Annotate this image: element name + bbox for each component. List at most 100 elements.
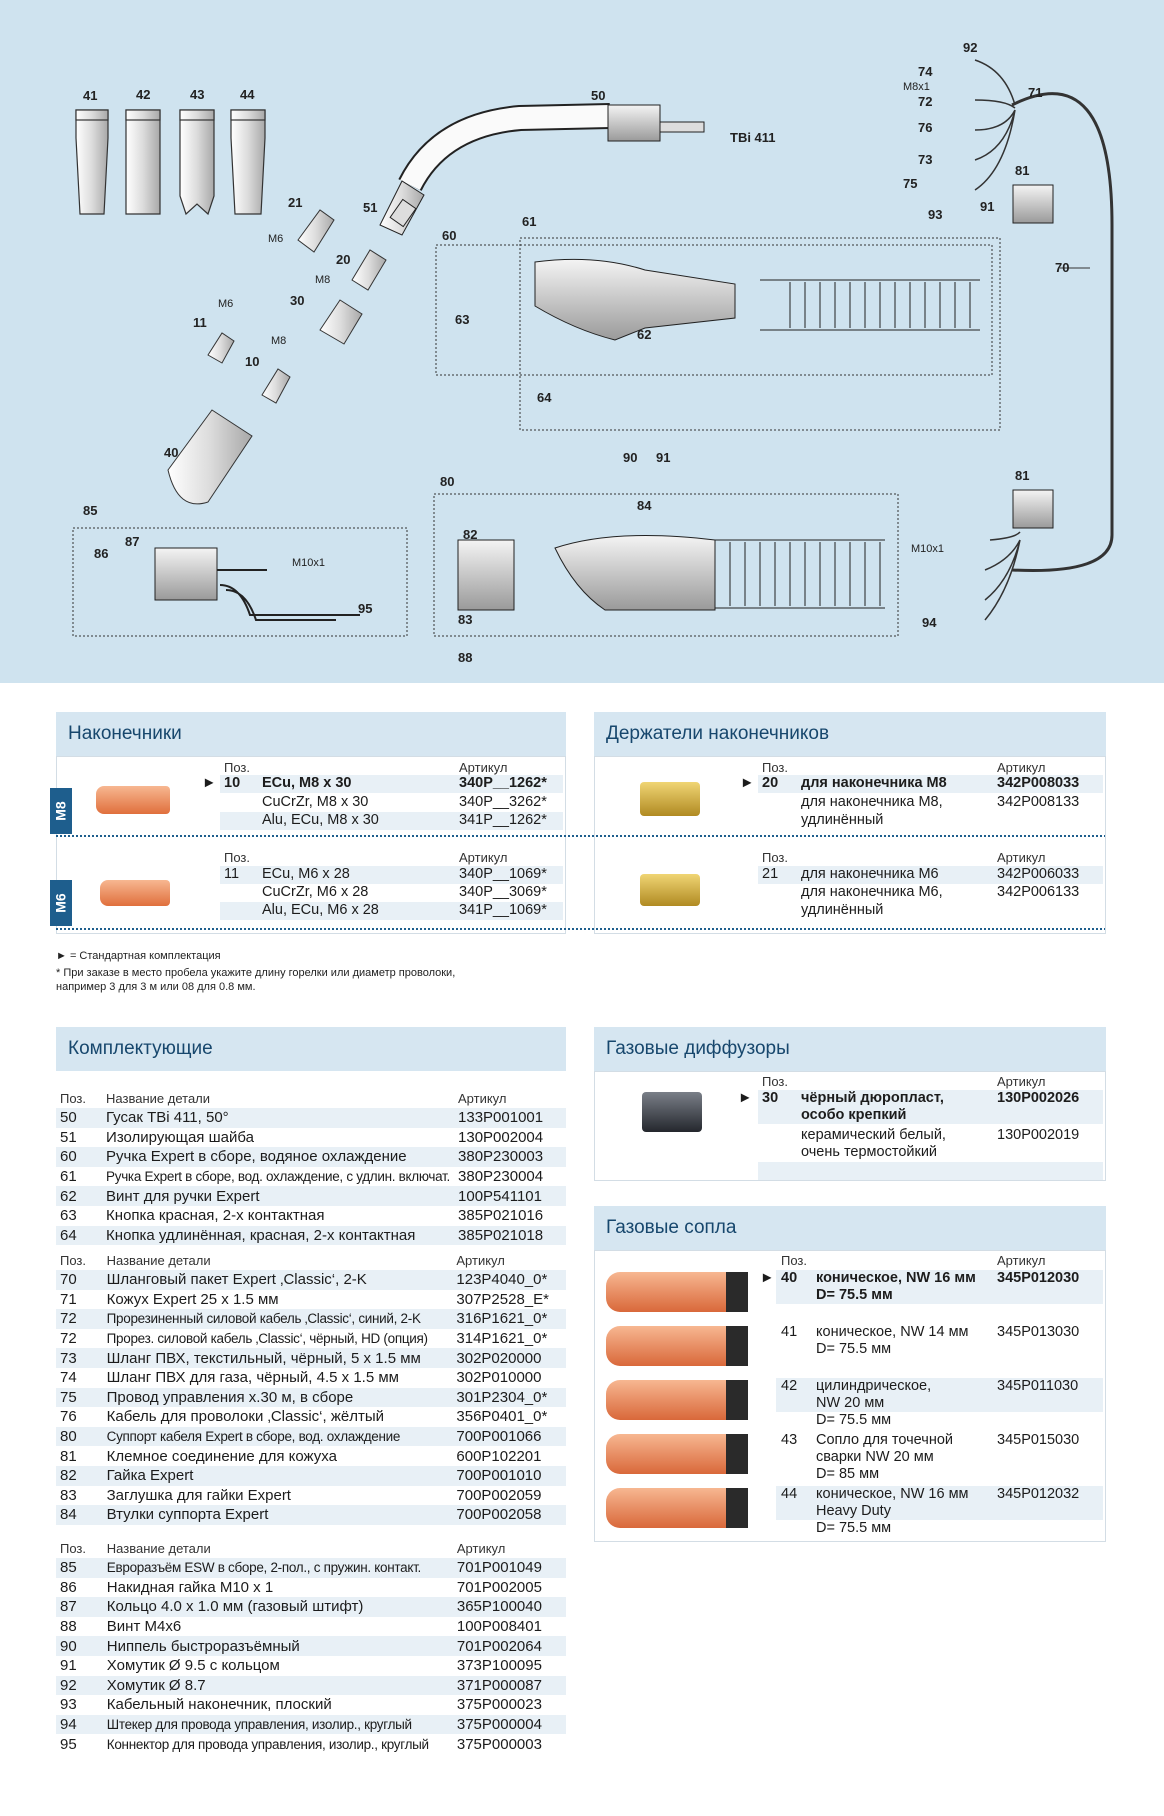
row-name: Суппорт кабеля Expert в сборе, вод. охла… — [102, 1426, 453, 1447]
svg-text:92: 92 — [963, 40, 977, 55]
holders-m6-art-0: 342P006033 — [997, 866, 1080, 882]
nozzles-panel — [594, 1250, 1106, 1542]
row-art: 133P001001 — [454, 1108, 566, 1128]
svg-text:44: 44 — [240, 87, 255, 102]
svg-text:64: 64 — [537, 390, 552, 405]
row-name: Коннектор для провода управления, изолир… — [106, 1736, 429, 1752]
row-name: Провод управления x.30 м, в сборе — [102, 1387, 453, 1408]
row-name: Накидная гайка M10 x 1 — [106, 1578, 274, 1596]
nozzle-line3: D= 75.5 мм — [816, 1412, 892, 1428]
std-marker: ► — [738, 1090, 753, 1106]
row-art: 375P000003 — [456, 1735, 542, 1753]
nozzle-line1: Сопло для точечной — [816, 1432, 953, 1448]
svg-text:50: 50 — [591, 88, 605, 103]
holders-m8-art-0: 342P008033 — [997, 775, 1080, 791]
nozzle-line2: сварки NW 20 мм — [816, 1449, 934, 1465]
row-name: Винт для ручки Expert — [102, 1186, 455, 1206]
svg-text:71: 71 — [1028, 85, 1042, 100]
tips-panel — [56, 756, 566, 934]
holders-m8-name-0: для наконечника M8 — [801, 775, 947, 791]
svg-text:76: 76 — [918, 120, 932, 135]
nozzle-art: 345P011030 — [997, 1378, 1079, 1394]
std-marker: ► — [760, 1270, 775, 1286]
row-pos: 93 — [60, 1696, 77, 1714]
svg-text:61: 61 — [522, 214, 536, 229]
diffusers-pos: 30 — [762, 1090, 779, 1106]
diffusers-name-3: очень термостойкий — [801, 1144, 938, 1160]
holder-m6-image — [640, 874, 700, 906]
nozzle-line1: коническое, NW 16 мм — [816, 1270, 976, 1286]
holders-m8-pos: 20 — [762, 775, 779, 791]
row-art: 130P002004 — [458, 1128, 544, 1146]
row-pos: 85 — [56, 1558, 103, 1578]
row-pos: 64 — [56, 1225, 103, 1246]
svg-text:40: 40 — [164, 445, 178, 460]
row-art: 701P002005 — [456, 1578, 542, 1596]
row-art: 373P100095 — [456, 1657, 542, 1675]
table-row: 83 Заглушка для гайки Expert 700P002059 — [56, 1486, 566, 1506]
row-pos: 83 — [60, 1486, 77, 1504]
svg-text:M6: M6 — [268, 233, 283, 245]
hdr-name: Название детали — [106, 1252, 211, 1268]
tips-m8-art-2: 341P__1262* — [459, 812, 547, 828]
row-pos: 91 — [60, 1657, 77, 1675]
row-art: 316P1621_0* — [452, 1309, 566, 1329]
box-85 — [72, 527, 408, 637]
row-pos: 80 — [56, 1426, 103, 1447]
nozzle-image — [606, 1380, 746, 1420]
tips-m8-row-shade — [220, 775, 563, 793]
svg-text:M8: M8 — [315, 274, 330, 286]
row-name: Шланговый пакет Expert ‚Classic‘, 2-K — [102, 1270, 453, 1290]
diffusers-name-1: особо крепкий — [801, 1107, 907, 1123]
row-art: 100P008401 — [456, 1618, 542, 1636]
row-pos: 84 — [56, 1505, 103, 1525]
holders-m8-name-2: удлинённый — [801, 812, 884, 828]
row-name: Евроразъём ESW в сборе, 2-пол., с пружин… — [102, 1558, 453, 1578]
tab-m6: M6 — [50, 880, 72, 926]
row-art: 302P010000 — [456, 1369, 542, 1387]
row-art: 385P021016 — [458, 1207, 544, 1225]
handle-drawing — [534, 258, 736, 341]
diffusers-name-2: керамический белый, — [801, 1127, 946, 1143]
nozzle-line1: коническое, NW 16 мм — [816, 1486, 969, 1502]
svg-text:84: 84 — [637, 498, 652, 513]
std-marker: ► — [202, 775, 217, 791]
row-name: Кольцо 4.0 x 1.0 мм (газовый штифт) — [102, 1597, 453, 1617]
row-pos: 71 — [60, 1290, 77, 1308]
row-name: Штекер для провода управления, изолир., … — [102, 1714, 453, 1735]
svg-text:63: 63 — [455, 312, 469, 327]
svg-text:85: 85 — [83, 503, 97, 518]
hdr-pos: Поз. — [60, 1252, 86, 1268]
row-art: 700P002059 — [456, 1486, 542, 1504]
row-art: 371P000087 — [452, 1675, 566, 1696]
svg-text:91: 91 — [980, 199, 994, 214]
small-parts — [167, 209, 387, 505]
tip-m8-image — [96, 786, 170, 814]
row-name: Кабель для проволоки ‚Classic‘, жёлтый — [106, 1408, 384, 1426]
diffusers-name-0: чёрный дюропласт, — [801, 1090, 944, 1106]
svg-text:70: 70 — [1055, 260, 1069, 275]
diffusers-panel — [594, 1071, 1106, 1181]
svg-text:86: 86 — [94, 546, 108, 561]
hose-pack — [1011, 92, 1114, 573]
box-61 — [519, 237, 1001, 431]
holders-m8-art-1: 342P008133 — [997, 794, 1080, 810]
tips-m8-name-0: ECu, M8 x 30 — [262, 775, 352, 791]
nozzles-title: Газовые сопла — [594, 1206, 1106, 1250]
tips-m8-art-1: 340P__3262* — [459, 794, 547, 810]
row-pos: 50 — [56, 1108, 103, 1128]
nozzles-hdr-art: Артикул — [997, 1253, 1046, 1268]
row-name: Заглушка для гайки Expert — [106, 1486, 291, 1504]
svg-text:21: 21 — [288, 195, 302, 210]
